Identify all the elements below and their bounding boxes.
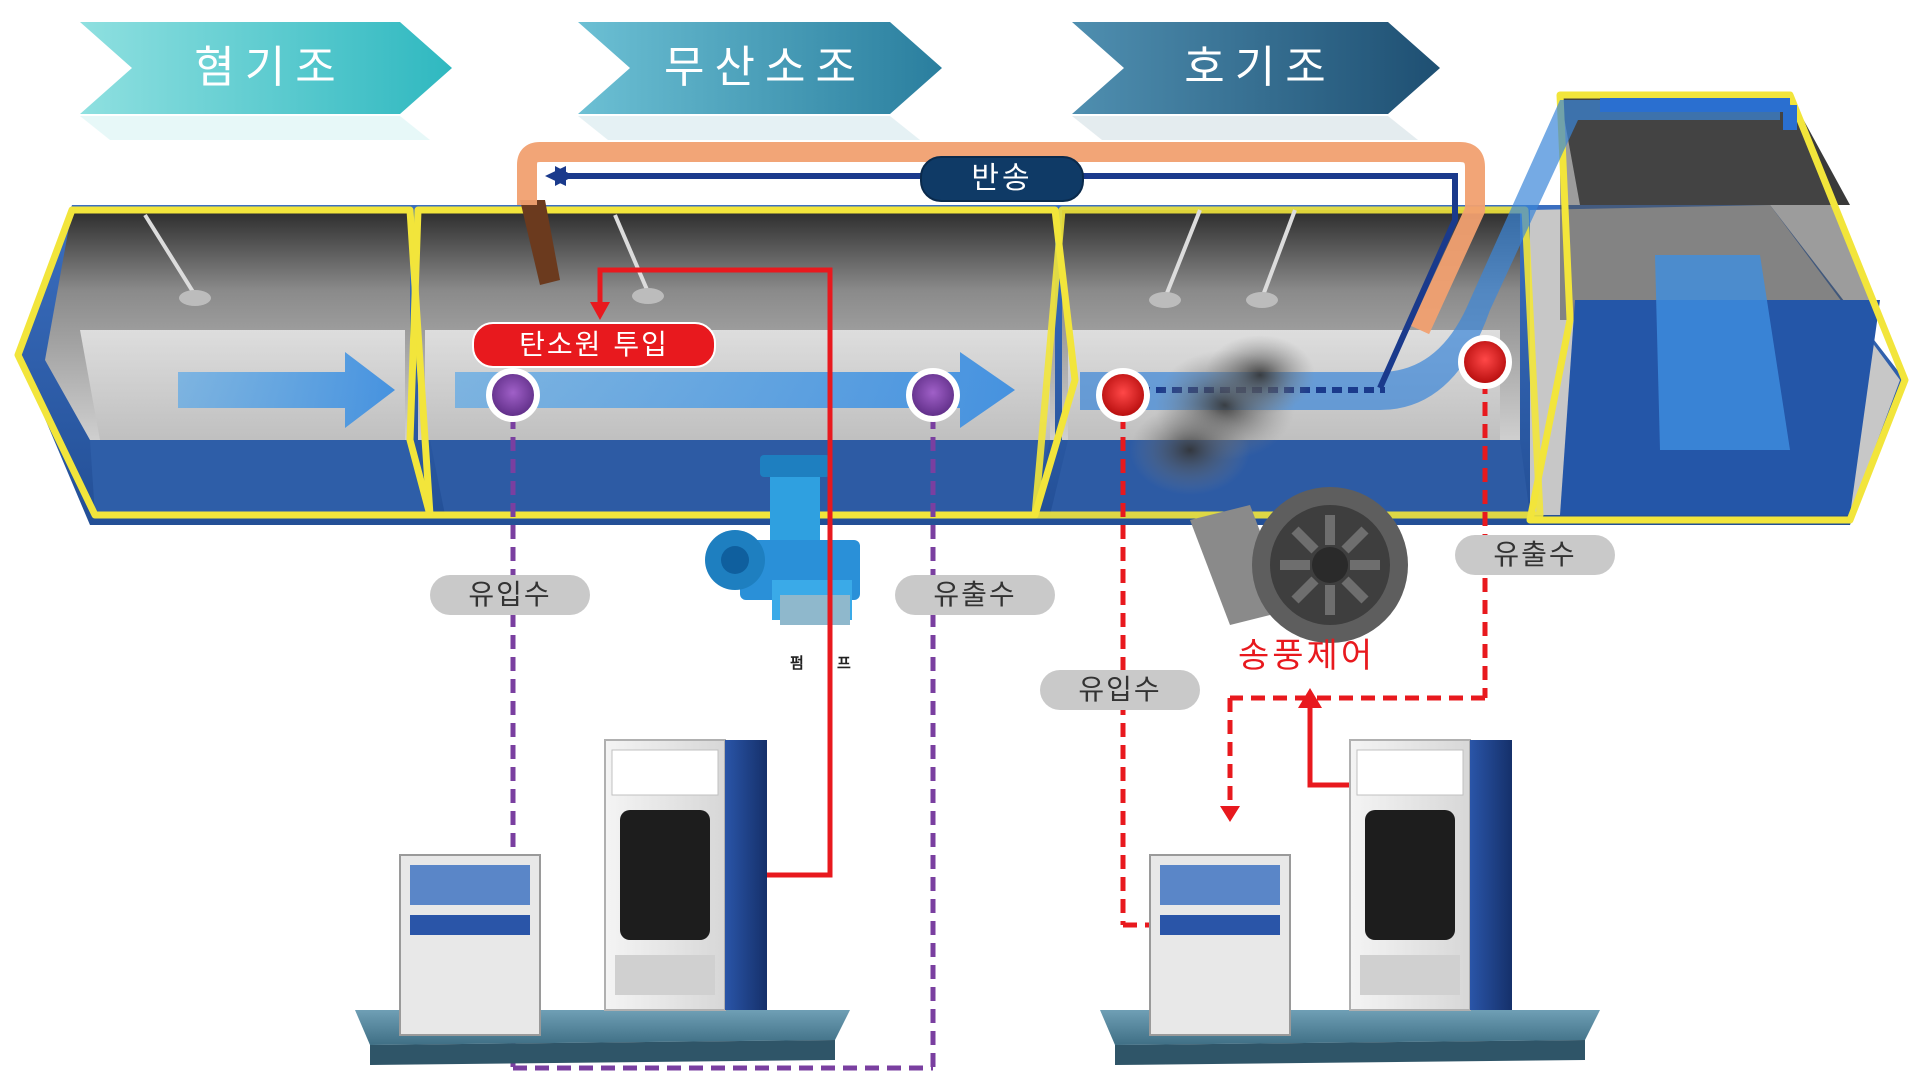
analyzer-station-right bbox=[1100, 739, 1600, 1065]
sensor-dot-inflow-2 bbox=[1096, 368, 1150, 422]
stage-label-anoxic: 무산소조 bbox=[664, 42, 866, 93]
stage-arrow-anoxic bbox=[578, 22, 942, 114]
aeration-bubbles bbox=[1130, 335, 1315, 495]
inflow-label-left: 유입수 bbox=[430, 575, 590, 615]
outflow-label-right: 유출수 bbox=[1455, 535, 1615, 575]
treatment-tank bbox=[14, 91, 1909, 525]
inflow-label-right: 유입수 bbox=[1040, 670, 1200, 710]
stage-arrow-anaerobic bbox=[80, 22, 452, 114]
analyzer-station-left bbox=[355, 739, 850, 1065]
stage-label-aerobic: 호기조 bbox=[1184, 42, 1336, 93]
sensor-points bbox=[486, 335, 1512, 422]
outflow-label-left: 유출수 bbox=[895, 575, 1055, 615]
pump-label: 펌 프 bbox=[790, 654, 865, 672]
blower bbox=[1190, 487, 1408, 643]
sensor-dot-outflow-1 bbox=[906, 368, 960, 422]
stage-label-anaerobic: 혐기조 bbox=[194, 42, 346, 93]
sensor-dot-outflow-2 bbox=[1458, 335, 1512, 389]
stage-arrow-aerobic bbox=[1072, 22, 1440, 114]
return-label: 반송 bbox=[920, 156, 1084, 202]
stage-arrows bbox=[80, 22, 1440, 140]
carbon-input-label: 탄소원 투입 bbox=[472, 322, 716, 368]
blower-control-label: 송풍제어 bbox=[1238, 636, 1376, 676]
sensor-dot-inflow-1 bbox=[486, 368, 540, 422]
